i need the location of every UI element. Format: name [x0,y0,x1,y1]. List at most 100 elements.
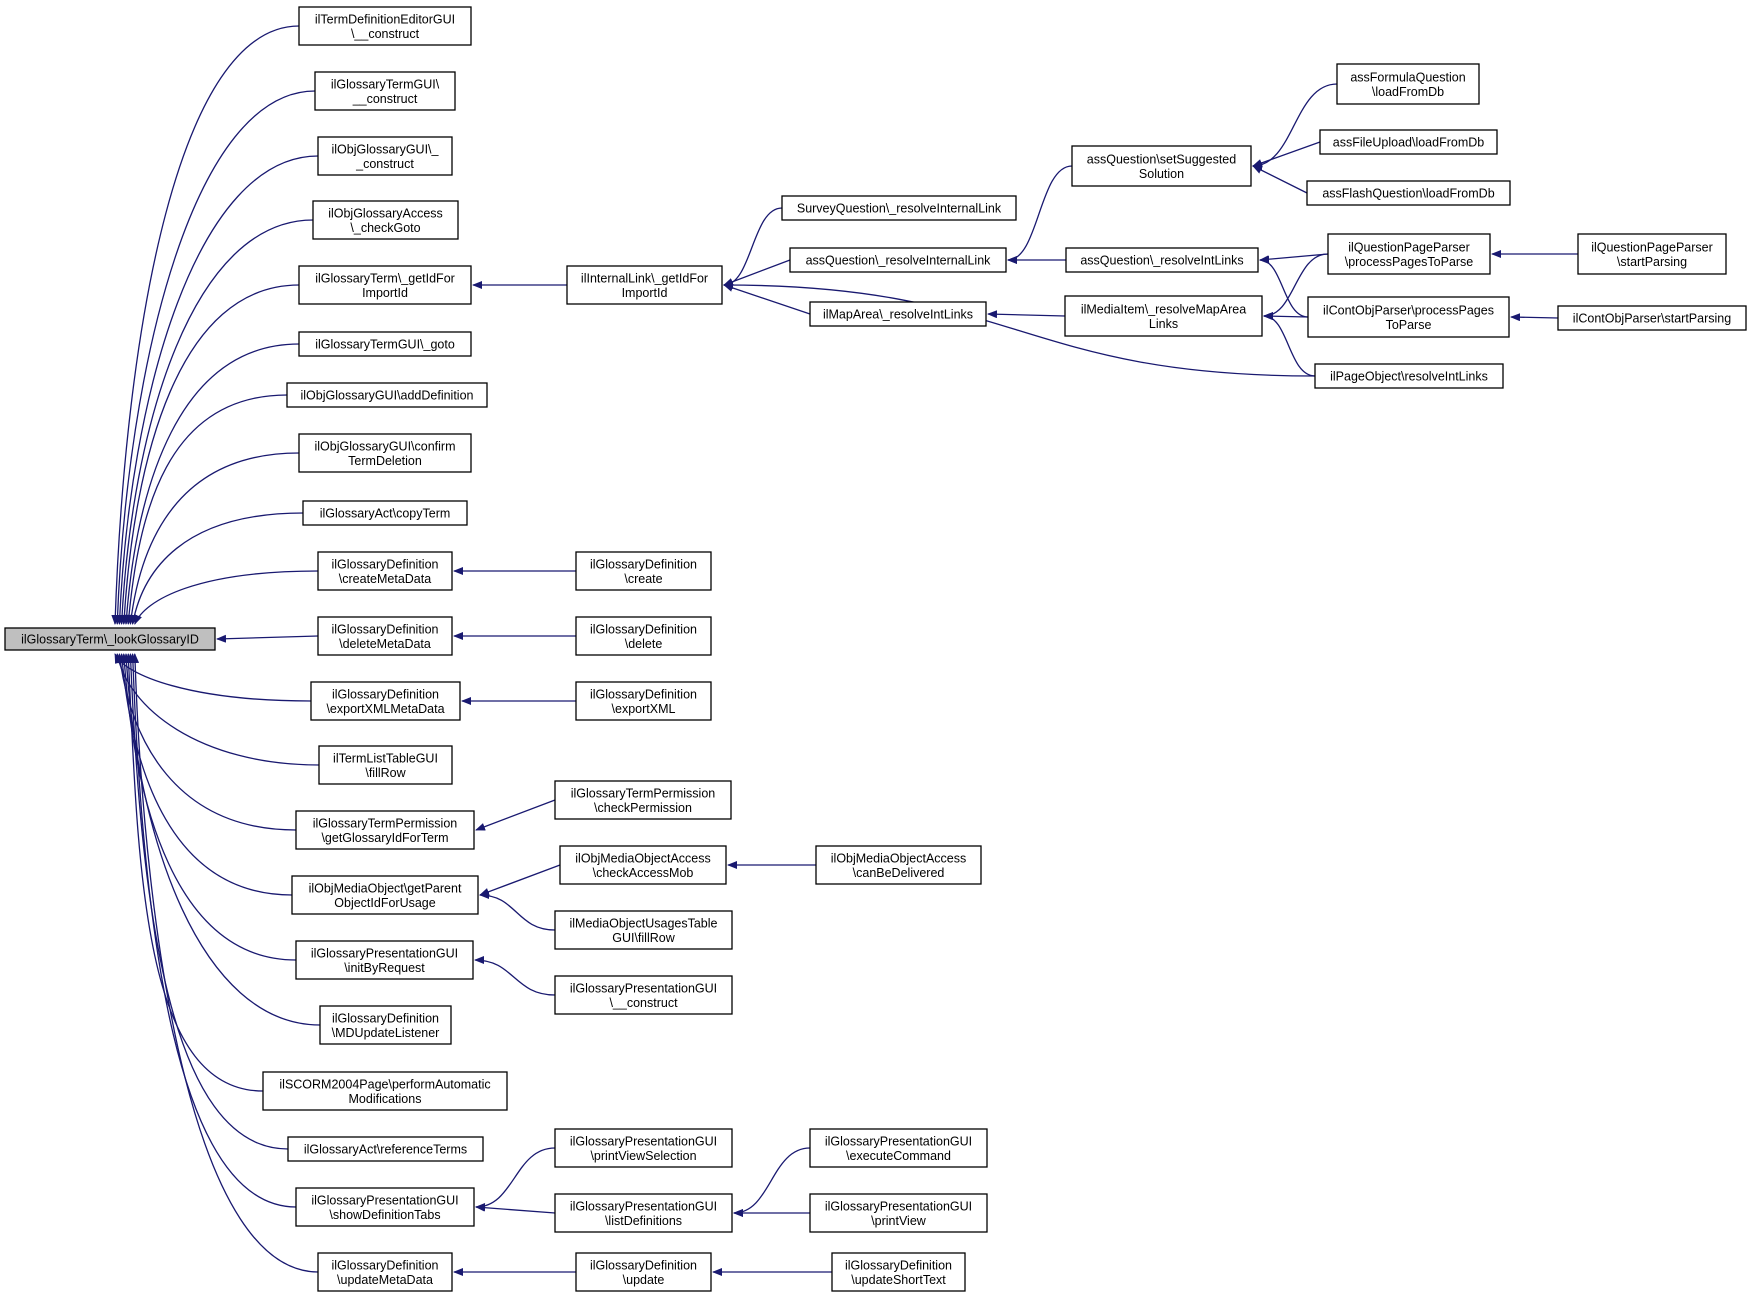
node-label-line: \processPagesToParse [1345,255,1474,269]
edge-a19-to-n0 [126,653,289,1150]
node-label-line: \getGlossaryIdForTerm [321,831,448,845]
node-f2[interactable]: ilContObjParser\startParsing [1557,305,1747,331]
edge-e5-to-d2 [1259,256,1309,318]
node-label-line: GUI\fillRow [612,931,675,945]
node-c2[interactable]: assQuestion\_resolveInternalLink [789,247,1007,273]
node-a3[interactable]: ilObjGlossaryGUI\__construct [317,136,453,176]
node-b4[interactable]: ilGlossaryDefinition\exportXML [575,681,712,721]
node-b2[interactable]: ilGlossaryDefinition\create [575,551,712,591]
node-a7[interactable]: ilObjGlossaryGUI\addDefinition [286,382,488,408]
node-e1[interactable]: assFormulaQuestion\loadFromDb [1336,63,1480,105]
edge-c5-to-b10 [733,1147,811,1217]
node-b6[interactable]: ilObjMediaObjectAccess\checkAccessMob [559,845,727,885]
node-a6[interactable]: ilGlossaryTermGUI\_goto [298,331,472,357]
node-a9[interactable]: ilGlossaryAct\copyTerm [302,500,468,526]
node-label-line: \executeCommand [846,1149,951,1163]
node-box [1336,63,1480,105]
node-c3[interactable]: ilMapArea\_resolveIntLinks [809,301,987,327]
edge-a11-to-n0 [216,634,319,643]
node-label-line: \__construct [351,27,420,41]
node-box [317,1252,453,1292]
node-b8[interactable]: ilGlossaryPresentationGUI\__construct [554,975,733,1015]
node-a21[interactable]: ilGlossaryDefinition\updateMetaData [317,1252,453,1292]
node-label-line: \printViewSelection [590,1149,696,1163]
node-box [1306,180,1511,206]
node-label-line: ilQuestionPageParser [1591,240,1713,254]
node-f1[interactable]: ilQuestionPageParser\startParsing [1577,233,1727,275]
node-label-line: ilGlossaryTermPermission [313,816,458,830]
node-label-line: ilSCORM2004Page\performAutomatic [279,1077,490,1091]
node-label-line: \printView [871,1214,927,1228]
node-box [1557,305,1747,331]
node-a19[interactable]: ilGlossaryAct\referenceTerms [287,1136,484,1162]
node-c5[interactable]: ilGlossaryPresentationGUI\executeCommand [809,1128,988,1168]
node-a10[interactable]: ilGlossaryDefinition\createMetaData [317,551,453,591]
edge-a8-to-n0 [127,452,300,625]
node-a15[interactable]: ilObjMediaObject\getParentObjectIdForUsa… [291,875,479,915]
node-box [291,875,479,915]
node-b10[interactable]: ilGlossaryPresentationGUI\listDefinition… [554,1193,733,1233]
node-b9[interactable]: ilGlossaryPresentationGUI\printViewSelec… [554,1128,733,1168]
edge-b6-to-a15 [479,864,561,896]
node-e4[interactable]: ilQuestionPageParser\processPagesToParse [1327,233,1491,275]
edge-a10-to-n0 [134,570,319,625]
node-label-line: TermDeletion [348,454,422,468]
node-c6[interactable]: ilGlossaryPresentationGUI\printView [809,1193,988,1233]
node-a18[interactable]: ilSCORM2004Page\performAutomaticModifica… [262,1071,508,1111]
node-label-line: ilGlossaryDefinition [590,1258,697,1272]
node-e2[interactable]: assFileUpload\loadFromDb [1319,129,1498,155]
node-e6[interactable]: ilPageObject\resolveIntLinks [1314,363,1504,389]
node-b11[interactable]: ilGlossaryDefinition\update [575,1252,712,1292]
node-a4[interactable]: ilObjGlossaryAccess\_checkGoto [312,200,459,240]
node-label-line: \checkAccessMob [593,866,694,880]
node-c7[interactable]: ilGlossaryDefinition\updateShortText [831,1252,966,1292]
edge-a5-to-n0 [120,284,300,625]
node-e5[interactable]: ilContObjParser\processPagesToParse [1307,296,1510,338]
node-box [286,382,488,408]
node-box [575,551,712,591]
node-label-line: ilObjGlossaryGUI\addDefinition [301,389,474,403]
node-a20[interactable]: ilGlossaryPresentationGUI\showDefinition… [295,1187,475,1227]
node-c1[interactable]: SurveyQuestion\_resolveInternalLink [781,195,1017,221]
node-a16[interactable]: ilGlossaryPresentationGUI\initByRequest [295,940,474,980]
node-a11[interactable]: ilGlossaryDefinition\deleteMetaData [317,616,453,656]
node-b5[interactable]: ilGlossaryTermPermission\checkPermission [554,780,732,820]
node-label-line: ilGlossaryTermPermission [571,786,716,800]
node-c4[interactable]: ilObjMediaObjectAccess\canBeDelivered [815,845,982,885]
node-a13[interactable]: ilTermListTableGUI\fillRow [318,745,453,785]
node-box [317,136,453,176]
node-a17[interactable]: ilGlossaryDefinition\MDUpdateListener [319,1005,452,1045]
edge-a20-to-n0 [128,653,297,1208]
edge-a13-to-n0 [114,653,320,766]
node-a12[interactable]: ilGlossaryDefinition\exportXMLMetaData [310,681,461,721]
node-label-line: ilMediaObjectUsagesTable [570,916,718,930]
node-e3[interactable]: assFlashQuestion\loadFromDb [1306,180,1511,206]
node-a14[interactable]: ilGlossaryTermPermission\getGlossaryIdFo… [295,810,475,850]
node-box [815,845,982,885]
node-box [1327,233,1491,275]
node-label-line: ilQuestionPageParser [1348,240,1470,254]
node-a2[interactable]: ilGlossaryTermGUI\__construct [314,71,456,111]
node-label-line: ilGlossaryTermGUI\_goto [315,338,455,352]
node-box [314,71,456,111]
node-box [317,551,453,591]
node-d2[interactable]: assQuestion\_resolveIntLinks [1065,247,1259,273]
node-b3[interactable]: ilGlossaryDefinition\delete [575,616,712,656]
node-a1[interactable]: ilTermDefinitionEditorGUI\__construct [298,6,472,46]
node-label-line: \_checkGoto [350,221,420,235]
edge-a6-to-n0 [122,343,300,625]
node-box [781,195,1017,221]
node-box [559,845,727,885]
node-box [1307,296,1510,338]
edge-a12-to-n0 [114,653,312,702]
node-n0[interactable]: ilGlossaryTerm\_lookGlossaryID [4,627,216,651]
node-label-line: \__construct [609,996,678,1010]
node-box [1577,233,1727,275]
edges-layer [111,25,1578,1276]
